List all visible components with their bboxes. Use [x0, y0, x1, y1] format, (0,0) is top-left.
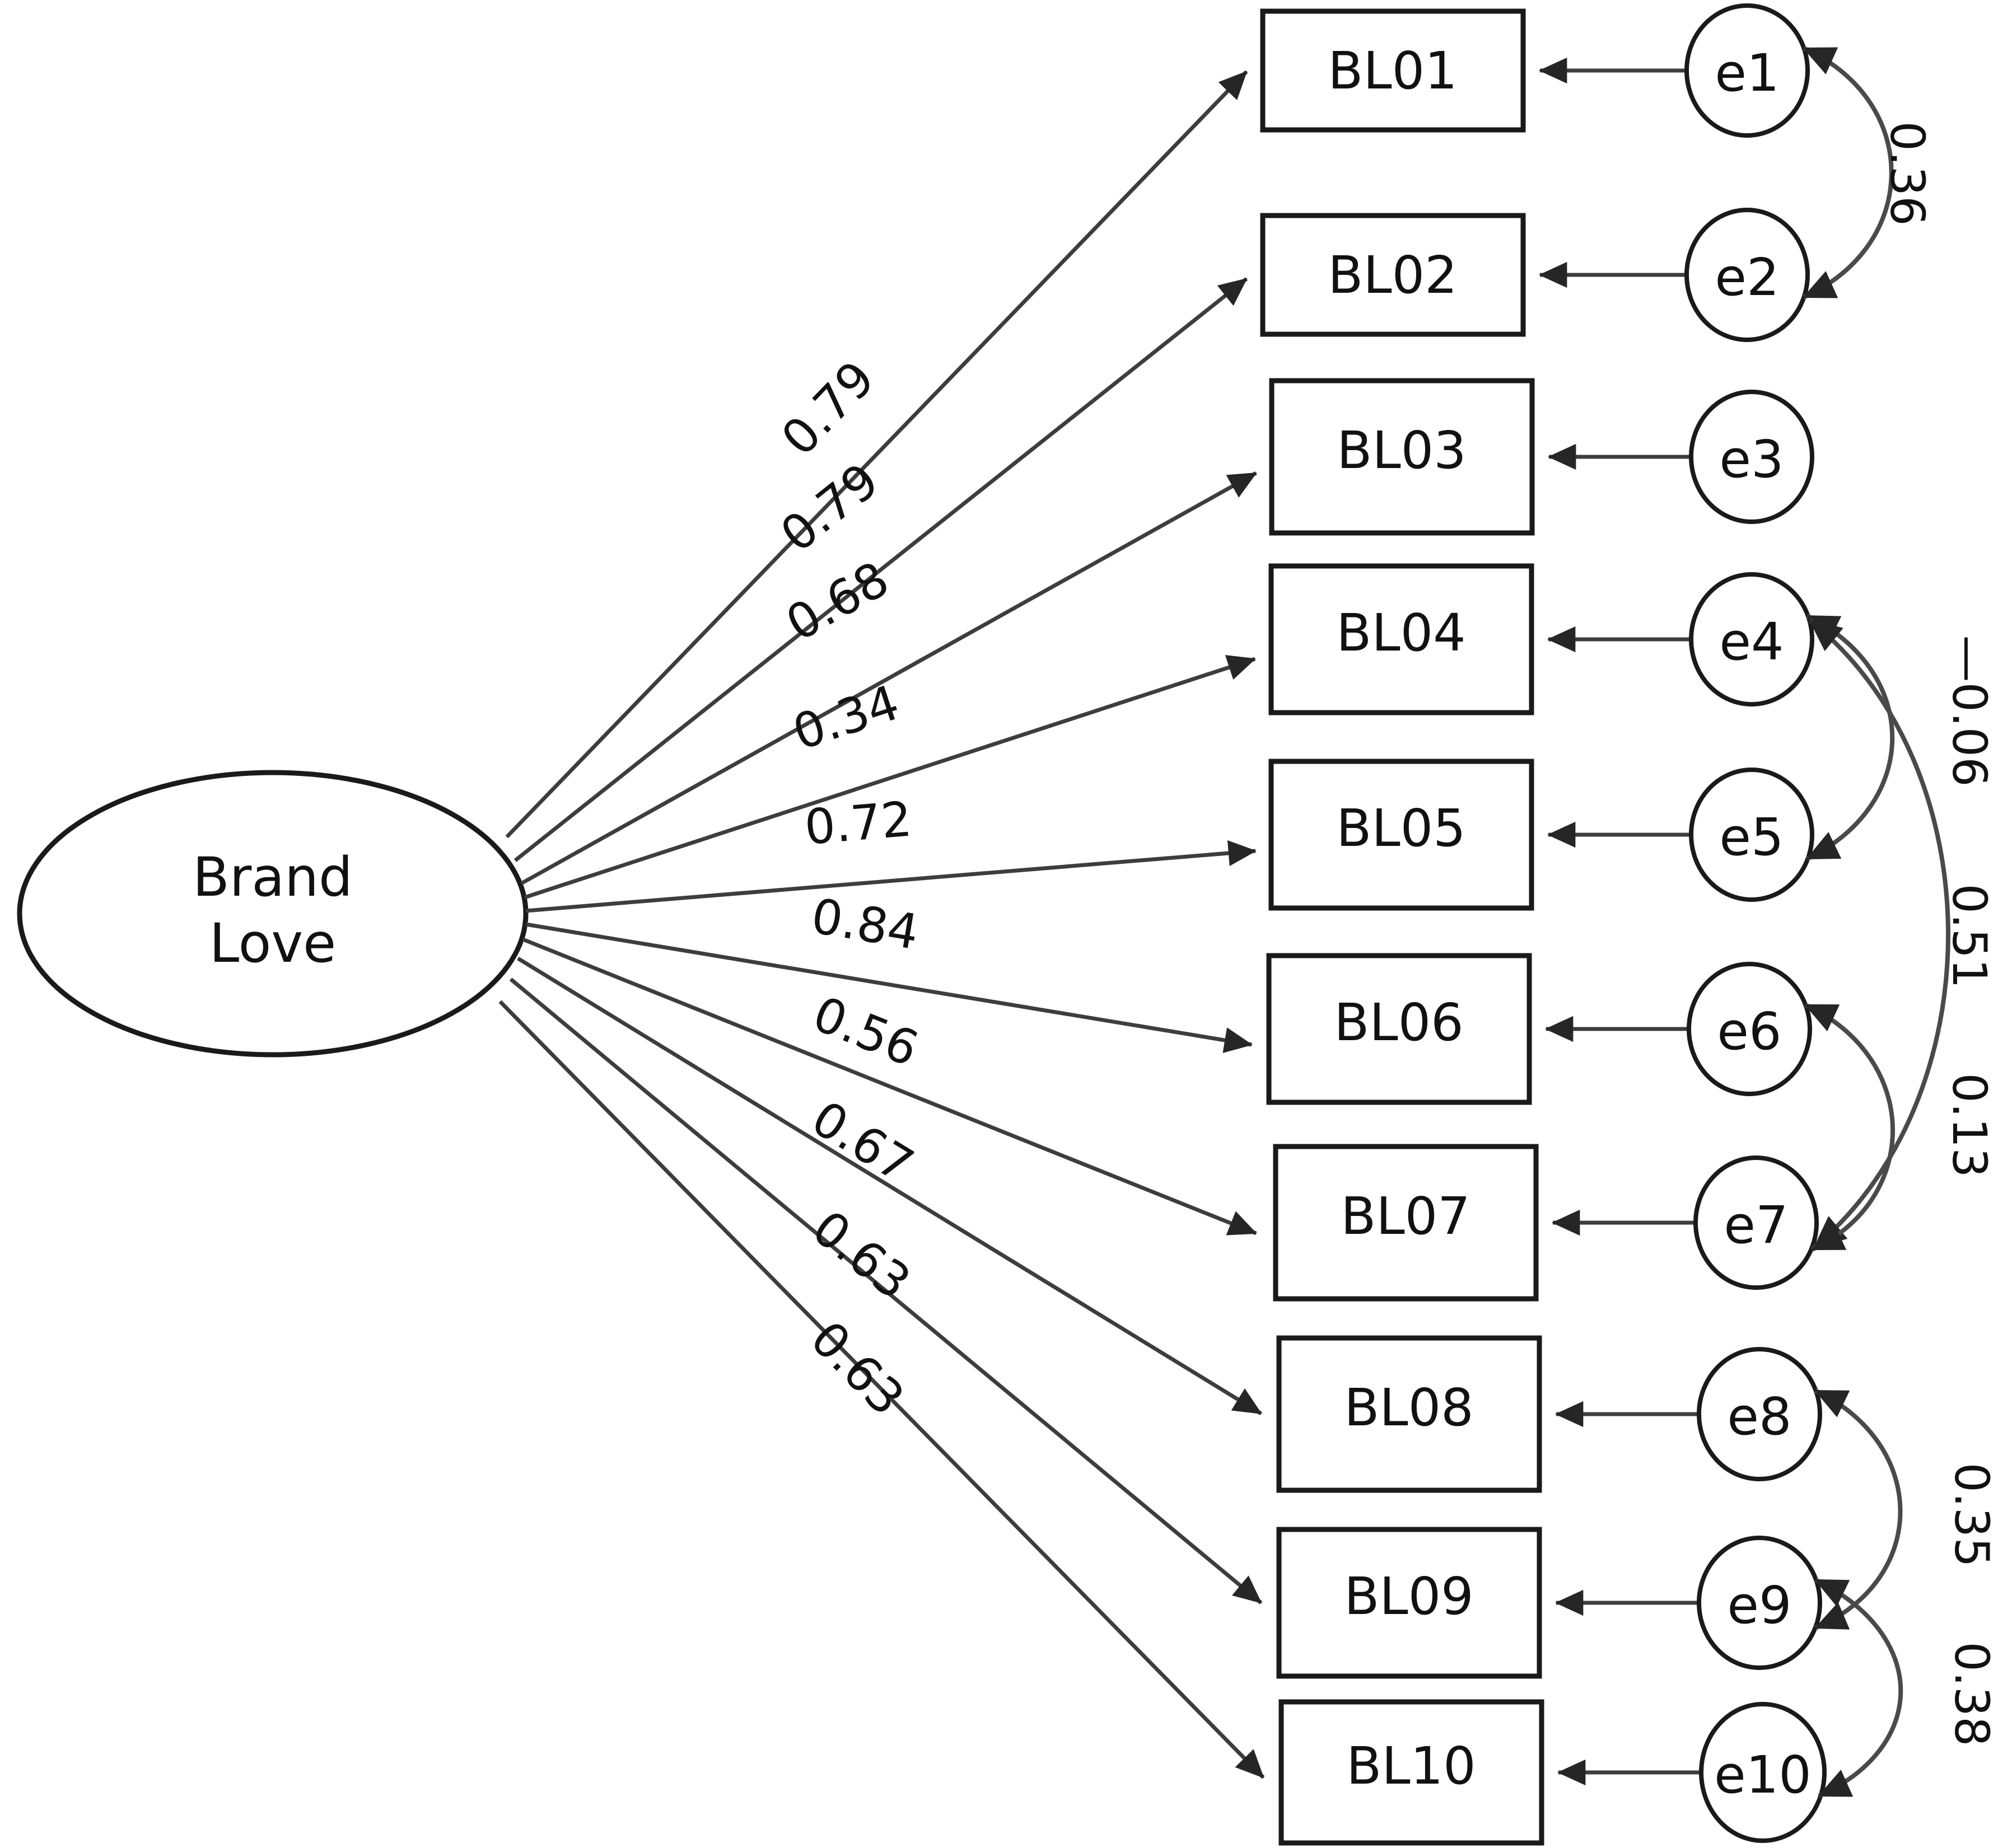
indicator-box-BL09 — [1276, 1527, 1542, 1679]
indicator-BL09[interactable]: BL09 — [1276, 1527, 1542, 1679]
loading-path-BL04[interactable] — [524, 654, 1256, 900]
error-label-e8: e8 — [1727, 1387, 1791, 1447]
loading-label-BL10: 0.63 — [800, 1311, 915, 1426]
indicator-box-BL08 — [1276, 1335, 1542, 1493]
indicator-box-BL04 — [1268, 563, 1534, 715]
correlation-arc-e4-e5[interactable] — [1805, 614, 1895, 861]
error-label-e1: e1 — [1715, 43, 1779, 103]
error-node-e10[interactable]: e10 — [1699, 1702, 1827, 1843]
indicator-BL05[interactable]: BL05 — [1268, 759, 1534, 911]
latent-label-line1: Brand — [193, 846, 353, 909]
loading-path-BL03[interactable] — [520, 471, 1257, 886]
correlation-label-e9-e10: 0.38 — [1944, 1641, 1998, 1746]
error-circle-e3 — [1689, 390, 1814, 524]
indicator-BL06[interactable]: BL06 — [1266, 953, 1532, 1105]
indicator-BL10[interactable]: BL10 — [1278, 1699, 1544, 1846]
error-label-e2: e2 — [1715, 247, 1779, 307]
indicator-BL07[interactable]: BL07 — [1273, 1144, 1539, 1302]
indicator-label-BL05: BL05 — [1336, 798, 1465, 858]
correlation-arc-e8-e9[interactable] — [1814, 1388, 1903, 1630]
indicator-box-BL10 — [1278, 1699, 1544, 1846]
error-node-e1[interactable]: e1 — [1684, 3, 1810, 138]
loading-path-BL05[interactable] — [525, 840, 1257, 913]
error-node-e9[interactable]: e9 — [1697, 1536, 1822, 1670]
correlation-label-e8-e9: 0.35 — [1944, 1462, 1998, 1567]
loading-path-BL07[interactable] — [522, 937, 1257, 1236]
error-node-e3[interactable]: e3 — [1689, 390, 1814, 524]
error-label-e6: e6 — [1717, 1002, 1781, 1061]
indicator-BL02[interactable]: BL02 — [1260, 213, 1526, 337]
error-node-e4[interactable]: e4 — [1689, 572, 1814, 707]
loading-label-BL05: 0.72 — [802, 791, 914, 855]
error-label-e9: e9 — [1727, 1575, 1791, 1635]
correlation-label-e6-e7: 0.13 — [1942, 1073, 1997, 1177]
indicator-BL04[interactable]: BL04 — [1268, 563, 1534, 715]
loading-path-BL01[interactable] — [505, 70, 1248, 839]
error-label-e7: e7 — [1724, 1195, 1788, 1255]
correlation-label-e4-e5: —0.06 — [1942, 635, 1997, 787]
latent-label-line2: Love — [209, 912, 336, 975]
correlation-arcs — [1802, 46, 1950, 1798]
indicator-box-BL05 — [1268, 759, 1534, 911]
correlation-arc-e9-e10[interactable] — [1814, 1578, 1903, 1798]
correlation-label-e4-e7: 0.51 — [1942, 883, 1997, 988]
error-node-e7[interactable]: e7 — [1693, 1155, 1819, 1290]
latent-node-brand-love[interactable]: Brand Love — [17, 770, 529, 1058]
loading-label-BL09: 0.63 — [802, 1200, 921, 1311]
loading-path-BL10[interactable] — [498, 1000, 1265, 1779]
latent-ellipse — [17, 770, 529, 1058]
indicator-label-BL03: BL03 — [1337, 420, 1466, 480]
error-label-e3: e3 — [1719, 429, 1784, 489]
indicator-label-BL09: BL09 — [1344, 1566, 1473, 1626]
indicator-label-BL01: BL01 — [1328, 41, 1457, 101]
loading-label-BL07: 0.56 — [805, 986, 926, 1078]
indicator-label-BL06: BL06 — [1334, 993, 1463, 1052]
indicator-box-BL03 — [1269, 378, 1535, 536]
loading-path-BL06[interactable] — [525, 922, 1253, 1053]
indicator-box-BL01 — [1260, 8, 1526, 133]
indicator-BL08[interactable]: BL08 — [1276, 1335, 1542, 1493]
error-node-e5[interactable]: e5 — [1689, 768, 1814, 902]
correlation-arc-e4-e7[interactable] — [1808, 618, 1950, 1250]
indicator-box-BL02 — [1260, 213, 1526, 337]
error-node-e6[interactable]: e6 — [1687, 962, 1812, 1096]
indicator-label-BL10: BL10 — [1346, 1736, 1476, 1796]
indicator-label-BL08: BL08 — [1344, 1378, 1473, 1438]
indicator-BL03[interactable]: BL03 — [1269, 378, 1535, 536]
error-label-e4: e4 — [1719, 612, 1784, 672]
error-node-e2[interactable]: e2 — [1684, 208, 1810, 342]
correlation-arc-e1-e2[interactable] — [1802, 46, 1894, 300]
loading-label-BL01: 0.79 — [771, 350, 886, 466]
indicator-label-BL07: BL07 — [1341, 1186, 1470, 1246]
error-arrows — [1538, 57, 1702, 1786]
loading-path-BL09[interactable] — [509, 977, 1263, 1604]
indicator-BL01[interactable]: BL01 — [1260, 8, 1526, 133]
loading-path-BL02[interactable] — [513, 277, 1248, 862]
indicator-box-BL06 — [1266, 953, 1532, 1105]
correlation-labels: 0.36 —0.06 0.51 0.13 0.35 0.38 — [1880, 121, 1998, 1746]
error-node-e8[interactable]: e8 — [1697, 1347, 1822, 1481]
loading-path-BL08[interactable] — [517, 957, 1262, 1415]
error-label-e10: e10 — [1714, 1745, 1812, 1805]
correlation-arc-e6-e7[interactable] — [1804, 1003, 1895, 1252]
loading-label-BL04: 0.34 — [786, 675, 905, 761]
correlation-label-e1-e2: 0.36 — [1880, 121, 1935, 226]
loading-paths — [498, 70, 1265, 1779]
loading-label-BL08: 0.67 — [802, 1091, 923, 1194]
indicator-box-BL07 — [1273, 1144, 1539, 1302]
indicator-label-BL02: BL02 — [1328, 245, 1457, 305]
loading-label-BL06: 0.84 — [807, 888, 922, 961]
indicator-label-BL04: BL04 — [1336, 603, 1465, 663]
error-label-e5: e5 — [1719, 807, 1784, 867]
